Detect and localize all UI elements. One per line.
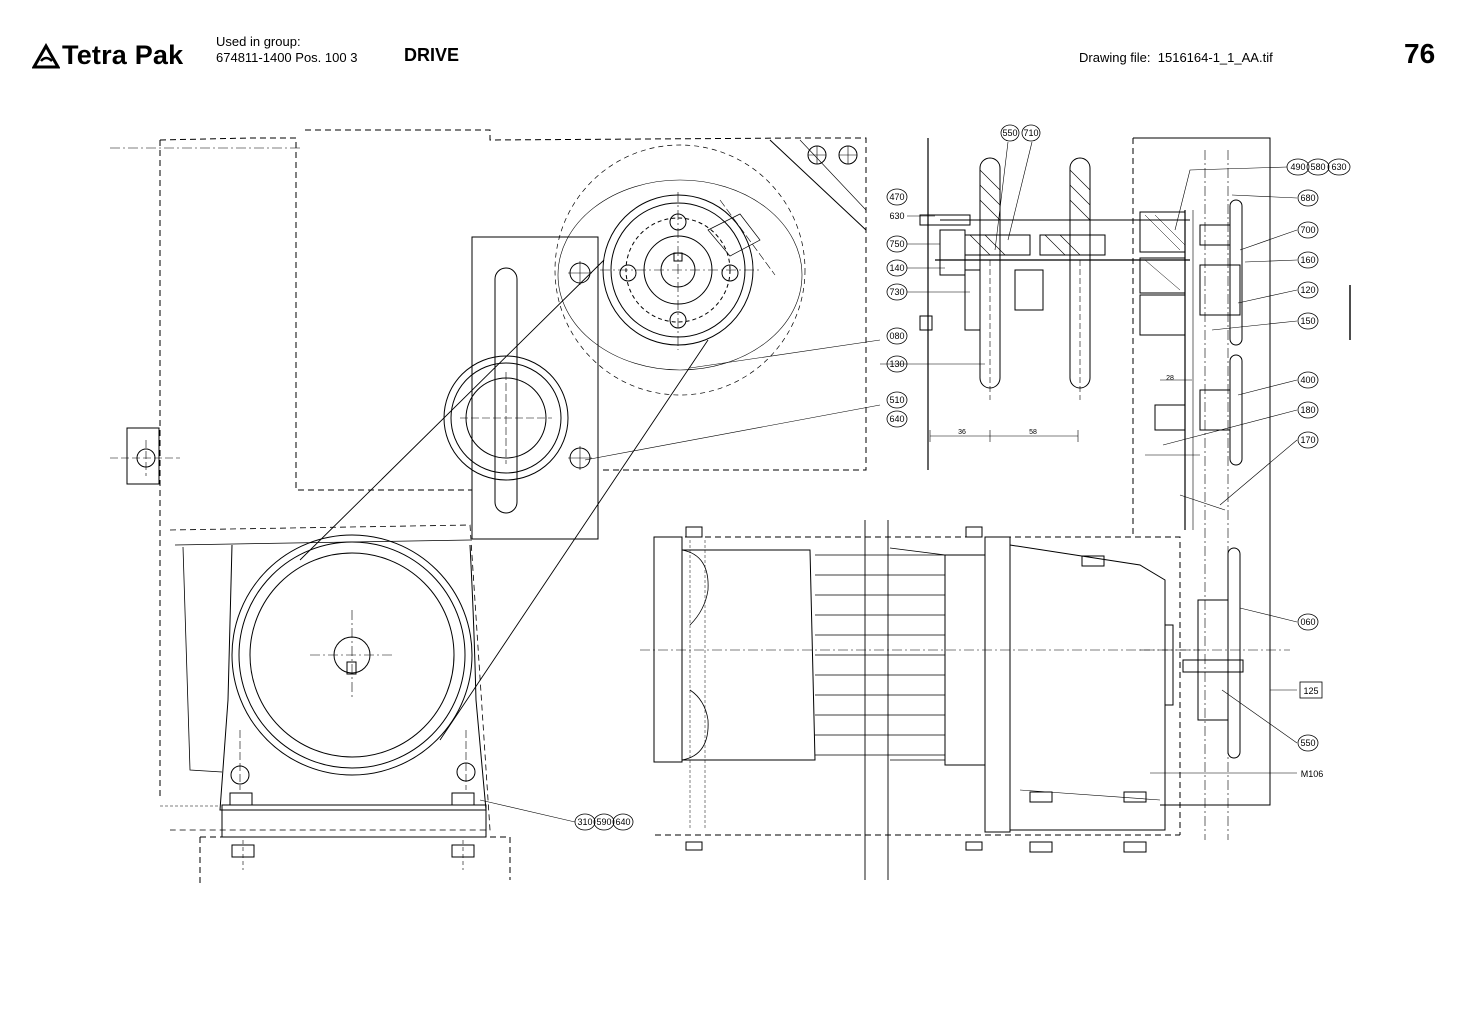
left-elevation-view [110, 129, 867, 885]
dimension-58: 58 [1029, 429, 1037, 436]
brand-name: Tetra Pak [62, 40, 184, 70]
callout-125: 125 [1303, 686, 1318, 696]
tetra-pak-logo: Tetra Pak [32, 40, 183, 71]
callout-080: 080 [889, 331, 904, 341]
tetra-pak-triangle-icon [32, 42, 60, 68]
callout-140: 140 [889, 263, 904, 273]
callout-730: 730 [889, 287, 904, 297]
callout-510: 510 [889, 395, 904, 405]
callout-550-bottom: 550 [1300, 738, 1315, 748]
callout-630-left: 630 [889, 211, 904, 221]
used-in-group-label: Used in group: [216, 34, 301, 49]
callout-680: 680 [1300, 193, 1315, 203]
callout-310: 310 [577, 817, 592, 827]
callout-470: 470 [889, 192, 904, 202]
callout-400: 400 [1300, 375, 1315, 385]
callout-leaders [479, 141, 1298, 823]
drawing-file-label: Drawing file: [1079, 50, 1151, 65]
callout-180: 180 [1300, 405, 1315, 415]
callout-630-right: 630 [1331, 162, 1346, 172]
callout-m106: M106 [1301, 769, 1324, 779]
motor-view [640, 520, 1200, 880]
callout-060: 060 [1300, 617, 1315, 627]
page-number: 76 [1404, 38, 1436, 69]
callout-490: 490 [1290, 162, 1305, 172]
callout-700: 700 [1300, 225, 1315, 235]
used-in-group: Used in group: 674811-1400 Pos. 100 3 [216, 34, 357, 66]
callout-150: 150 [1300, 316, 1315, 326]
dimension-labels: 28 36 58 [958, 375, 1174, 436]
dimension-36: 36 [958, 429, 966, 436]
callout-160: 160 [1300, 255, 1315, 265]
callout-710: 710 [1023, 128, 1038, 138]
page-title: DRIVE [404, 45, 460, 65]
used-in-group-value: 674811-1400 Pos. 100 3 [216, 50, 358, 65]
callout-550-top: 550 [1002, 128, 1017, 138]
callout-590: 590 [596, 817, 611, 827]
dimension-28: 28 [1166, 375, 1174, 382]
callout-580: 580 [1310, 162, 1325, 172]
callout-120: 120 [1300, 285, 1315, 295]
callout-640-bottom: 640 [615, 817, 630, 827]
callout-750: 750 [889, 239, 904, 249]
callout-bubbles [574, 124, 1351, 831]
drawing-file-value: 1516164-1_1_AA.tif [1157, 50, 1273, 65]
callout-640-left: 640 [889, 414, 904, 424]
callout-labels: 550 710 490 580 630 470 630 750 140 730 … [577, 128, 1346, 827]
drawing-file: Drawing file: 1516164-1_1_AA.tif [1079, 50, 1273, 65]
shaft-section-view [919, 137, 1351, 840]
callout-130: 130 [889, 359, 904, 369]
callout-170: 170 [1300, 435, 1315, 445]
